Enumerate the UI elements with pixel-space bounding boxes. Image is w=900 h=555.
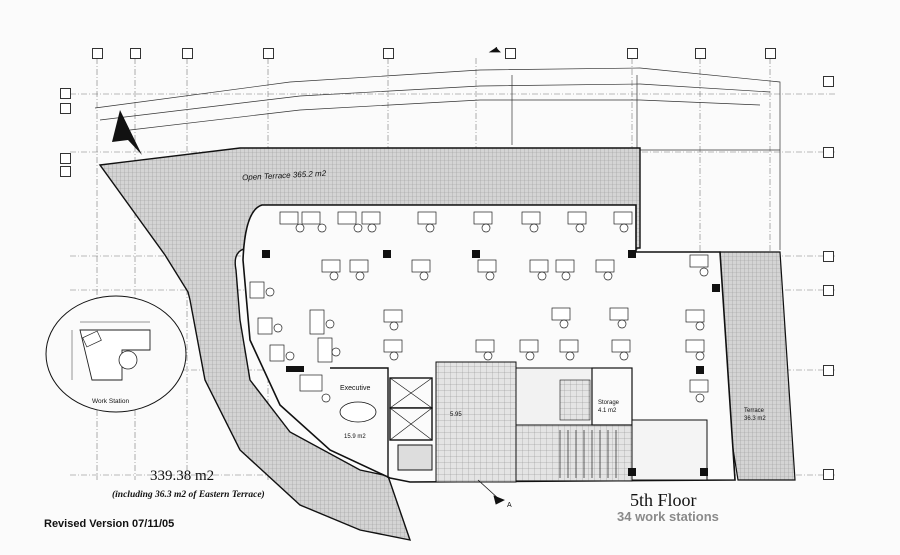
grid-bubble: [383, 48, 394, 59]
area-note-label: (including 36.3 m2 of Eastern Terrace): [112, 490, 265, 500]
grid-bubble: [823, 251, 834, 262]
terrace-area-label: 36.3 m2: [744, 416, 766, 422]
grid-bubble: [92, 48, 103, 59]
storage-label: Storage: [598, 400, 620, 406]
executive-area-label: 15.9 m2: [344, 434, 366, 440]
grid-bubble: [627, 48, 638, 59]
grid-bubble: [60, 88, 71, 99]
total-area-label: 339.38 m2: [150, 468, 215, 484]
structural-columns: [262, 250, 720, 476]
north-arrow: [112, 110, 142, 155]
executive-label: Executive: [340, 385, 371, 392]
section-line: [477, 47, 505, 505]
workstation-inset: [45, 295, 187, 413]
grid-bubble: [765, 48, 776, 59]
grid-bubble: [505, 48, 516, 59]
grid-bubble: [60, 166, 71, 177]
grid-bubble: [823, 469, 834, 480]
grid-bubble: [182, 48, 193, 59]
grid-bubble: [695, 48, 706, 59]
work-station-inset-label: Work Station: [92, 398, 130, 405]
grid-bubble: [823, 147, 834, 158]
storage-area-label: 4.1 m2: [598, 408, 617, 414]
grid-bubble: [130, 48, 141, 59]
grid-bubble: [823, 285, 834, 296]
core-level-mark: 5.95: [450, 412, 462, 418]
elevator-shafts: [389, 377, 433, 471]
core-services: [435, 361, 708, 483]
grid-bubble: [60, 153, 71, 164]
workstation-furniture: [249, 211, 709, 403]
grid-bubble: [60, 103, 71, 114]
grid-bubble: [263, 48, 274, 59]
section-marker-bottom: A: [507, 502, 512, 509]
work-station-count: 34 work stations: [617, 509, 719, 524]
grid-bubble: [823, 76, 834, 87]
grid-bubble: [823, 365, 834, 376]
executive-room: [330, 367, 389, 478]
floor-title: 5th Floor: [630, 490, 697, 510]
terrace-label: Terrace: [744, 408, 765, 414]
revision-label: Revised Version 07/11/05: [44, 518, 175, 530]
section-marker-top: A: [494, 47, 499, 54]
